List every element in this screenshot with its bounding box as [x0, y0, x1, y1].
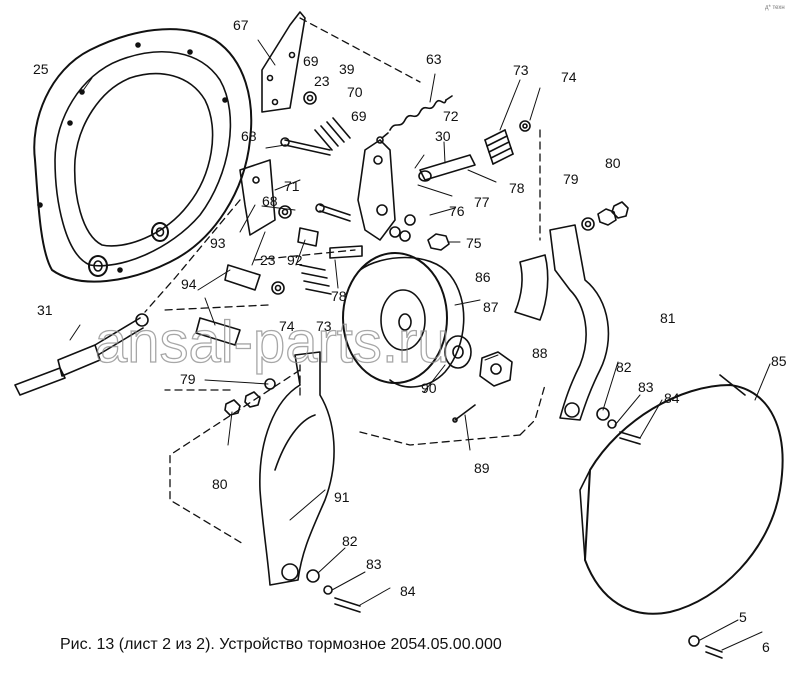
- callout-label: 63: [426, 51, 442, 67]
- callout-label: 84: [400, 583, 416, 599]
- washers-parts-23-76-79: [264, 91, 595, 390]
- callout-label: 82: [342, 533, 358, 549]
- assembly-guide-lines: [144, 17, 546, 546]
- callout-label: 84: [664, 390, 680, 406]
- callout-label: 89: [474, 460, 490, 476]
- callout-label: 76: [449, 203, 465, 219]
- callout-label: 23: [314, 73, 330, 89]
- callout-label: 67: [233, 17, 249, 33]
- callout-label: 94: [181, 276, 197, 292]
- callout-label: 83: [638, 379, 654, 395]
- callout-label: 25: [33, 61, 49, 77]
- callout-label: 92: [287, 252, 303, 268]
- washer-part-90: [444, 335, 472, 369]
- sensor-parts-94: [195, 264, 261, 346]
- bracket-part-67: [261, 11, 306, 113]
- bolt-part-78: [297, 227, 363, 259]
- callout-label: 78: [509, 180, 525, 196]
- callout-label: 90: [421, 380, 437, 396]
- cable-part-31: [14, 313, 149, 396]
- callout-label: 80: [605, 155, 621, 171]
- callout-label: 73: [316, 318, 332, 334]
- callout-label: 23: [260, 252, 276, 268]
- corner-mark: д* техн: [765, 5, 785, 11]
- cotter-pin-part-89: [452, 404, 476, 423]
- callout-label: 78: [331, 288, 347, 304]
- callout-label: 77: [474, 194, 490, 210]
- callout-label: 69: [351, 108, 367, 124]
- lever-part-77: [357, 139, 396, 241]
- callout-label: 79: [180, 371, 196, 387]
- lining-part-86: [514, 254, 549, 321]
- spring-part-70: [314, 117, 351, 151]
- shoe-part-81: [549, 224, 610, 421]
- callout-label: 30: [435, 128, 451, 144]
- callout-label: 39: [339, 61, 355, 77]
- watermark: ansal-parts.ru: [95, 310, 450, 375]
- callout-label: 74: [561, 69, 577, 85]
- callout-label: 93: [210, 235, 226, 251]
- figure-caption: Рис. 13 (лист 2 из 2). Устройство тормоз…: [60, 636, 502, 653]
- callout-label: 79: [563, 171, 579, 187]
- callout-label: 69: [303, 53, 319, 69]
- callout-label: 85: [771, 353, 787, 369]
- callout-label: 71: [284, 178, 300, 194]
- callout-label: 68: [262, 193, 278, 209]
- fasteners-parts-5-6: [688, 635, 723, 659]
- cover-part-85: [579, 374, 784, 615]
- bracket-part-93: [239, 159, 276, 236]
- bolt-parts-82-83-84-right: [596, 407, 641, 445]
- callout-label: 75: [466, 235, 482, 251]
- leader-lines: [69, 39, 771, 651]
- callout-label: 68: [241, 128, 257, 144]
- callout-label: 83: [366, 556, 382, 572]
- callout-label: 72: [443, 108, 459, 124]
- drum-part-87: [342, 252, 465, 388]
- callout-label: 82: [616, 359, 632, 375]
- callout-label: 81: [660, 310, 676, 326]
- callout-label: 74: [279, 318, 295, 334]
- callout-label: 87: [483, 299, 499, 315]
- pin-part-72: [418, 154, 476, 182]
- bolt-parts-82-83-84-left: [306, 569, 361, 613]
- shoe-part-91: [259, 351, 335, 586]
- castle-nut-part-88: [479, 351, 513, 387]
- callout-label: 88: [532, 345, 548, 361]
- callout-label: 70: [347, 84, 363, 100]
- callout-label: 86: [475, 269, 491, 285]
- callout-label: 91: [334, 489, 350, 505]
- spring-part-63: [376, 95, 453, 144]
- spring-part-92: [299, 264, 332, 295]
- nuts-parts-75-80: [224, 201, 629, 416]
- spring-part-73: [484, 129, 514, 165]
- flange-ring-part-25: [33, 28, 253, 283]
- bolt-part-68: [280, 137, 351, 222]
- callout-label: 80: [212, 476, 228, 492]
- callout-label: 6: [762, 639, 770, 655]
- callout-label: 5: [739, 609, 747, 625]
- callout-label: 73: [513, 62, 529, 78]
- callout-label: 31: [37, 302, 53, 318]
